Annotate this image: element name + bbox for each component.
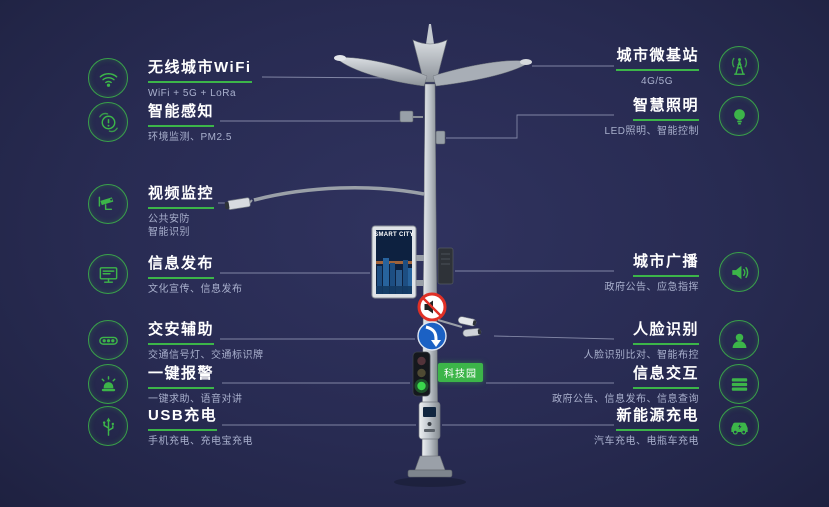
feature-title: 人脸识别	[632, 318, 699, 345]
feature-subtitle: 交通信号灯、交通标识牌	[148, 350, 264, 361]
feature-face-recognition[interactable]: 人脸识别 人脸识别比对、智能布控	[583, 318, 759, 363]
feature-title: 城市广播	[632, 250, 699, 277]
feature-subtitle: 环境监测、PM2.5	[148, 132, 232, 143]
ground-shadow	[394, 477, 466, 487]
traffic-light-icon	[88, 320, 128, 360]
feature-subtitle: 公共安防 智能识别	[148, 214, 190, 238]
feature-title: 智能感知	[148, 100, 215, 127]
screen-caption: SMART CITY	[374, 232, 414, 238]
side-fixture	[435, 130, 446, 145]
speaker-icon	[719, 252, 759, 292]
feature-microstation[interactable]: 城市微基站 4G/5G	[616, 44, 759, 89]
feature-subtitle: 文化宣传、信息发布	[148, 284, 243, 295]
lamp-head	[334, 24, 532, 87]
feature-title: 新能源充电	[616, 404, 699, 431]
feature-info-publish[interactable]: 信息发布 文化宣传、信息发布	[88, 252, 243, 297]
feature-title: 视频监控	[148, 182, 215, 209]
sensor-box	[399, 110, 423, 123]
sensor-icon	[88, 102, 128, 142]
feature-subtitle: WiFi + 5G + LoRa	[148, 88, 237, 99]
feature-title: 交安辅助	[148, 318, 215, 345]
pole	[421, 83, 439, 459]
pole-base	[407, 455, 453, 478]
feature-lighting[interactable]: 智慧照明 LED照明、智能控制	[605, 94, 759, 139]
feature-subtitle: 人脸识别比对、智能布控	[583, 350, 699, 361]
feature-title: 信息发布	[148, 252, 215, 279]
dual-cameras	[437, 316, 482, 337]
feature-title: 一键报警	[148, 362, 215, 389]
feature-usb[interactable]: USB充电 手机充电、充电宝充电	[88, 404, 253, 449]
person-icon	[719, 320, 759, 360]
feature-alarm[interactable]: 一键报警 一键求助、语音对讲	[88, 362, 243, 407]
feature-traffic-aid[interactable]: 交安辅助 交通信号灯、交通标识牌	[88, 318, 264, 363]
wifi-icon	[88, 58, 128, 98]
feature-title: USB充电	[148, 404, 218, 431]
usb-icon	[88, 406, 128, 446]
feature-subtitle: LED照明、智能控制	[604, 126, 699, 137]
cctv-camera-icon	[88, 184, 128, 224]
stacked-list-icon	[719, 364, 759, 404]
equipment-box	[437, 247, 454, 285]
antenna-icon	[719, 46, 759, 86]
traffic-light	[412, 351, 431, 397]
tech-park-tag: 科技园	[438, 363, 483, 382]
feature-title: 无线城市WiFi	[148, 56, 252, 83]
feature-subtitle: 政府公告、应急指挥	[604, 282, 699, 293]
no-horn-sign	[417, 292, 447, 322]
feature-title: 智慧照明	[632, 94, 699, 121]
direction-sign	[417, 321, 447, 351]
camera-arm	[224, 186, 425, 210]
feature-ev-charging[interactable]: 新能源充电 汽车充电、电瓶车充电	[594, 404, 759, 449]
feature-subtitle: 政府公告、信息发布、信息查询	[552, 394, 699, 405]
alarm-siren-icon	[88, 364, 128, 404]
feature-broadcast[interactable]: 城市广播 政府公告、应急指挥	[604, 250, 759, 295]
feature-title: 信息交互	[632, 362, 699, 389]
feature-video[interactable]: 视频监控 公共安防 智能识别	[88, 182, 215, 239]
feature-title: 城市微基站	[616, 44, 699, 71]
feature-subtitle: 汽车充电、电瓶车充电	[594, 436, 699, 447]
charging-box	[418, 401, 441, 440]
feature-subtitle: 一键求助、语音对讲	[148, 394, 243, 405]
electric-car-icon	[719, 406, 759, 446]
feature-wifi[interactable]: 无线城市WiFi WiFi + 5G + LoRa	[88, 56, 252, 101]
feature-subtitle: 手机充电、充电宝充电	[148, 436, 253, 447]
feature-subtitle: 4G/5G	[641, 76, 673, 87]
feature-interaction[interactable]: 信息交互 政府公告、信息发布、信息查询	[552, 362, 759, 407]
screen-icon	[88, 254, 128, 294]
feature-sensing[interactable]: 智能感知 环境监测、PM2.5	[88, 100, 232, 145]
bulb-icon	[719, 96, 759, 136]
